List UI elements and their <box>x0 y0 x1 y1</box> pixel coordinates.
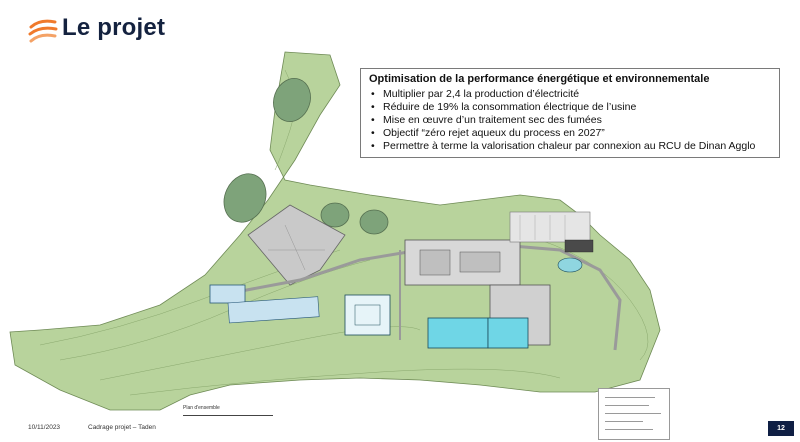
basin-3 <box>320 202 350 228</box>
plan-legend-label: Plan d'ensemble <box>183 405 220 411</box>
objectives-heading: Optimisation de la performance énergétiq… <box>369 73 710 85</box>
objectives-list: Multiplier par 2,4 la production d’élect… <box>369 88 771 153</box>
building-west <box>209 284 246 304</box>
page-number-badge: 12 <box>768 421 794 436</box>
objective-item: Objectif “zéro rejet aqueux du process e… <box>369 127 771 140</box>
footer-date: 10/11/2023 <box>28 424 61 431</box>
scale-bar <box>183 412 273 416</box>
objective-item: Multiplier par 2,4 la production d’élect… <box>369 88 771 101</box>
objective-item: Mise en œuvre d’un traitement sec des fu… <box>369 114 771 127</box>
page-title: Le projet <box>62 14 166 41</box>
objective-item: Réduire de 19% la consommation électriqu… <box>369 101 771 114</box>
basin-2 <box>223 173 267 223</box>
objective-item: Permettre à terme la valorisation chaleu… <box>369 140 771 153</box>
basin-4 <box>359 209 389 235</box>
objectives-box: Optimisation de la performance énergétiq… <box>360 68 780 158</box>
basin-1 <box>273 78 311 122</box>
process-unit-cyan <box>427 317 489 349</box>
site-plan-map <box>9 51 661 411</box>
storage-platform <box>247 204 346 286</box>
building-west-2 <box>227 296 320 324</box>
process-unit-cyan-2 <box>487 317 529 349</box>
process-unit-outline <box>344 294 391 336</box>
footer-document-title: Cadrage projet – Taden <box>88 424 156 431</box>
brand-logo-icon <box>28 19 58 43</box>
map-legend-block <box>598 388 670 440</box>
tank-ne <box>557 257 583 273</box>
